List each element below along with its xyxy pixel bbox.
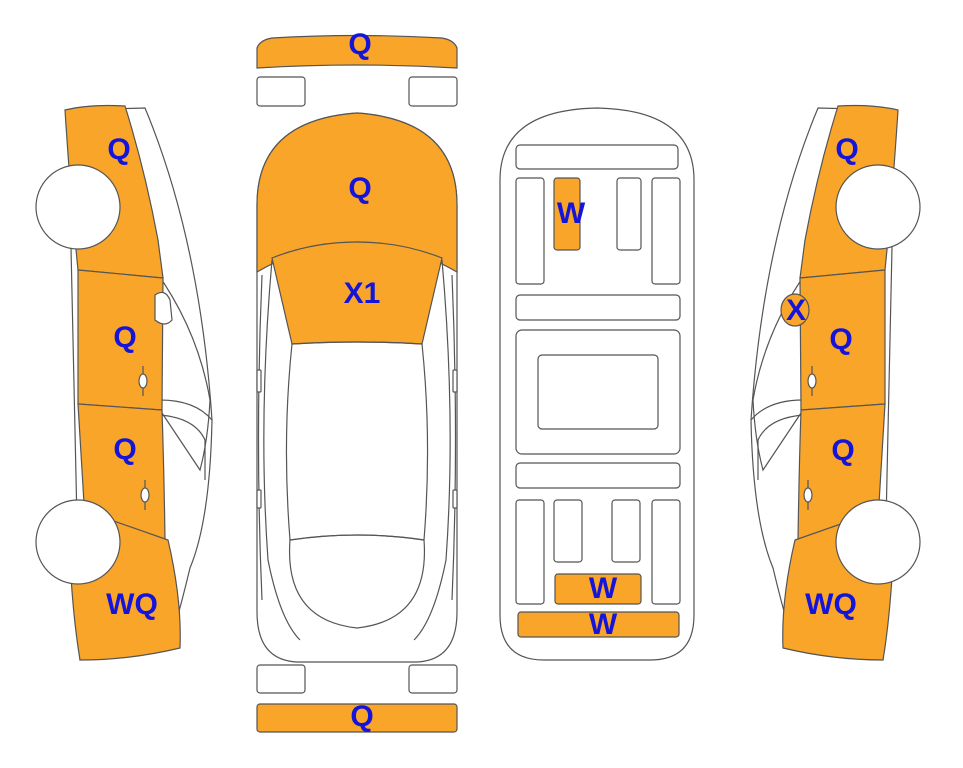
underbody-tunnel-center — [537, 354, 659, 430]
right-window-lower — [750, 399, 804, 421]
floor-rear-1-label: W — [589, 572, 618, 605]
left-headlight — [256, 76, 306, 107]
left-window-lower — [159, 399, 213, 421]
right-rear-door-handle — [803, 480, 813, 510]
front-bumper-panel[interactable] — [256, 34, 458, 69]
hood-label: Q — [348, 172, 371, 205]
left-window-mid — [159, 414, 206, 480]
right-mirror-panel[interactable] — [780, 293, 810, 327]
underbody-crossbar-2 — [515, 462, 681, 489]
floor-rear-2-label: W — [589, 608, 618, 641]
right-pillar-line — [413, 259, 451, 641]
underbody-rail-rf — [651, 177, 681, 285]
left-mirror — [154, 291, 173, 325]
underbody-slot-rf — [616, 177, 642, 251]
underbody-front-bar — [515, 144, 679, 170]
underbody-view: W W W — [499, 107, 695, 661]
left-front-wheel — [35, 164, 121, 250]
front-bumper-label: Q — [348, 28, 371, 61]
right-sill-line — [451, 274, 457, 601]
right-side-view: Q X Q Q WQ — [750, 104, 921, 661]
underbody-rail-lf — [515, 177, 545, 285]
left-rear-door-handle — [140, 480, 150, 510]
right-front-door-label: Q — [829, 323, 852, 356]
rear-bumper-panel[interactable] — [256, 703, 458, 733]
underbody-rail-lr — [515, 499, 545, 605]
floor-front-panel[interactable] — [553, 177, 581, 251]
right-front-door-handle — [807, 366, 817, 396]
right-rear-door-label: Q — [831, 434, 854, 467]
windshield-label: X1 — [344, 277, 381, 310]
left-rear-door-label: Q — [113, 433, 136, 466]
right-headlight — [408, 76, 458, 107]
right-front-wheel — [835, 164, 921, 250]
left-taillight — [256, 664, 306, 694]
left-handle — [256, 489, 262, 509]
left-rear-wheel — [35, 499, 121, 585]
right-mirror-top — [452, 369, 458, 393]
right-window-mid — [757, 414, 804, 480]
left-pillar-line — [263, 259, 301, 641]
left-side-view: Q Q Q WQ — [35, 104, 213, 661]
left-sill-line — [257, 274, 263, 601]
right-quarter-label: WQ — [805, 588, 857, 621]
left-window-glass — [154, 268, 211, 472]
left-front-door-label: Q — [113, 321, 136, 354]
floor-rear-panel-2[interactable] — [517, 611, 680, 638]
right-rear-wheel — [835, 499, 921, 585]
underbody-slot-rr — [611, 499, 641, 563]
left-quarter-label: WQ — [106, 588, 158, 621]
rear-bumper-label: Q — [350, 700, 373, 733]
right-front-fender-label: Q — [835, 133, 858, 166]
right-handle — [452, 489, 458, 509]
left-front-fender-label: Q — [107, 133, 130, 166]
floor-front-label: W — [557, 197, 586, 230]
right-taillight — [408, 664, 458, 694]
floor-rear-panel-1[interactable] — [554, 573, 642, 605]
rear-window — [288, 534, 426, 629]
underbody-rail-rr — [651, 499, 681, 605]
left-mirror — [256, 369, 262, 393]
right-mirror-label: X — [786, 294, 806, 327]
underbody-slot-lr — [553, 499, 583, 563]
left-front-door-handle — [138, 366, 148, 396]
top-view: Q Q X1 Q — [256, 28, 458, 733]
underbody-crossbar-1 — [515, 294, 681, 321]
